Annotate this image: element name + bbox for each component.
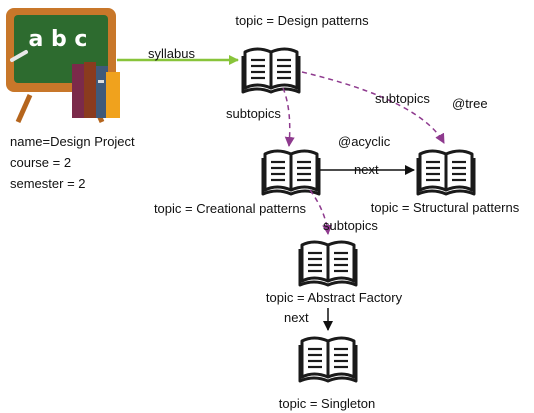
- annotation-tree: @tree: [452, 96, 488, 111]
- edge-label-subtopics-2: subtopics: [375, 91, 430, 106]
- project-course: course = 2: [10, 155, 72, 170]
- node-label-creational-patterns: topic = Creational patterns: [154, 201, 307, 216]
- edge-label-next-2: next: [284, 310, 309, 325]
- edge-label-subtopics-1: subtopics: [226, 106, 281, 121]
- project-semester: semester = 2: [10, 176, 86, 191]
- node-label-design-patterns: topic = Design patterns: [235, 13, 369, 28]
- edge-label-subtopics-3: subtopics: [323, 218, 378, 233]
- board-letters: a b c: [29, 27, 88, 52]
- edge-label-next-1: next: [354, 162, 379, 177]
- books-stack-icon: [72, 62, 120, 118]
- node-label-abstract-factory: topic = Abstract Factory: [266, 290, 403, 305]
- book-icon-singleton: [298, 336, 358, 383]
- edge-subtopics-creational-abstract: [309, 189, 333, 235]
- book-icon-creational-patterns: [261, 149, 321, 196]
- edge-subtopics-design-creational: [282, 87, 295, 147]
- edge-subtopics-design-structural: [301, 71, 445, 144]
- project-info: name=Design Project course = 2 semester …: [10, 131, 190, 194]
- annotation-acyclic: @acyclic: [338, 134, 391, 149]
- book-icon-abstract-factory: [298, 240, 358, 287]
- book-icon-design-patterns: [241, 47, 301, 94]
- project-name: name=Design Project: [10, 134, 135, 149]
- book-icon-structural-patterns: [416, 149, 476, 196]
- node-label-singleton: topic = Singleton: [279, 396, 375, 411]
- node-label-structural-patterns: topic = Structural patterns: [371, 200, 520, 215]
- edge-label-syllabus: syllabus: [148, 46, 195, 61]
